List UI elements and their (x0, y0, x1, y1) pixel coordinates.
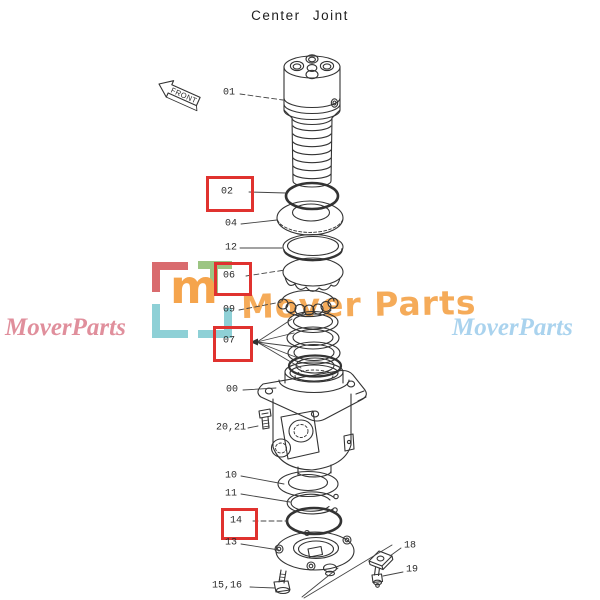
part-20-21-bolt (258, 408, 272, 430)
highlight-box-14 (221, 508, 258, 540)
label-part-01: 01 (222, 87, 236, 99)
part-13-cover (274, 531, 355, 577)
highlight-box-02 (206, 176, 254, 212)
logo-bracket-red-top (152, 262, 188, 270)
logo-bracket-red-left (152, 262, 160, 292)
front-arrow-label: FRONT (169, 86, 198, 106)
label-part-14: 14 (229, 515, 243, 527)
label-part-12: 12 (224, 242, 238, 254)
label-part-00: 00 (225, 384, 239, 396)
part-01-spindle (283, 54, 341, 188)
logo-bracket-teal-left (152, 304, 160, 338)
part-18-plate (368, 550, 394, 571)
label-part-13: 13 (224, 537, 238, 549)
label-part-02: 02 (220, 186, 234, 198)
part-10-ring (277, 470, 339, 498)
label-part-04: 04 (224, 218, 238, 230)
label-part-10: 10 (224, 470, 238, 482)
label-part-20-21: 20,21 (215, 422, 247, 434)
label-part-07: 07 (222, 335, 236, 347)
label-part-11: 11 (224, 488, 238, 500)
part-06-ring (282, 257, 344, 292)
label-part-18: 18 (403, 540, 417, 552)
logo-letter-m: m (170, 260, 218, 314)
highlight-box-06 (214, 262, 252, 296)
part-15-16-bolt (273, 569, 291, 595)
front-arrow: FRONT (158, 80, 201, 112)
label-part-19: 19 (405, 564, 419, 576)
highlight-box-07 (213, 326, 253, 362)
part-14-oring (285, 506, 343, 536)
part-07-springs (286, 310, 343, 378)
part-09-bearing (277, 289, 339, 318)
label-part-09: 09 (222, 304, 236, 316)
page-title: Center Joint (251, 8, 349, 23)
part-12-ring (282, 233, 344, 262)
leader-lines (238, 93, 404, 599)
logo-bracket-teal-right (224, 308, 232, 338)
logo-bracket-teal-bottom-left (152, 330, 188, 338)
label-part-15-16: 15,16 (211, 580, 243, 592)
part-02-oring (284, 181, 340, 211)
label-part-06: 06 (222, 270, 236, 282)
part-04-seal (276, 200, 344, 236)
part-19-bolt (371, 566, 384, 588)
part-00-housing (257, 361, 367, 478)
